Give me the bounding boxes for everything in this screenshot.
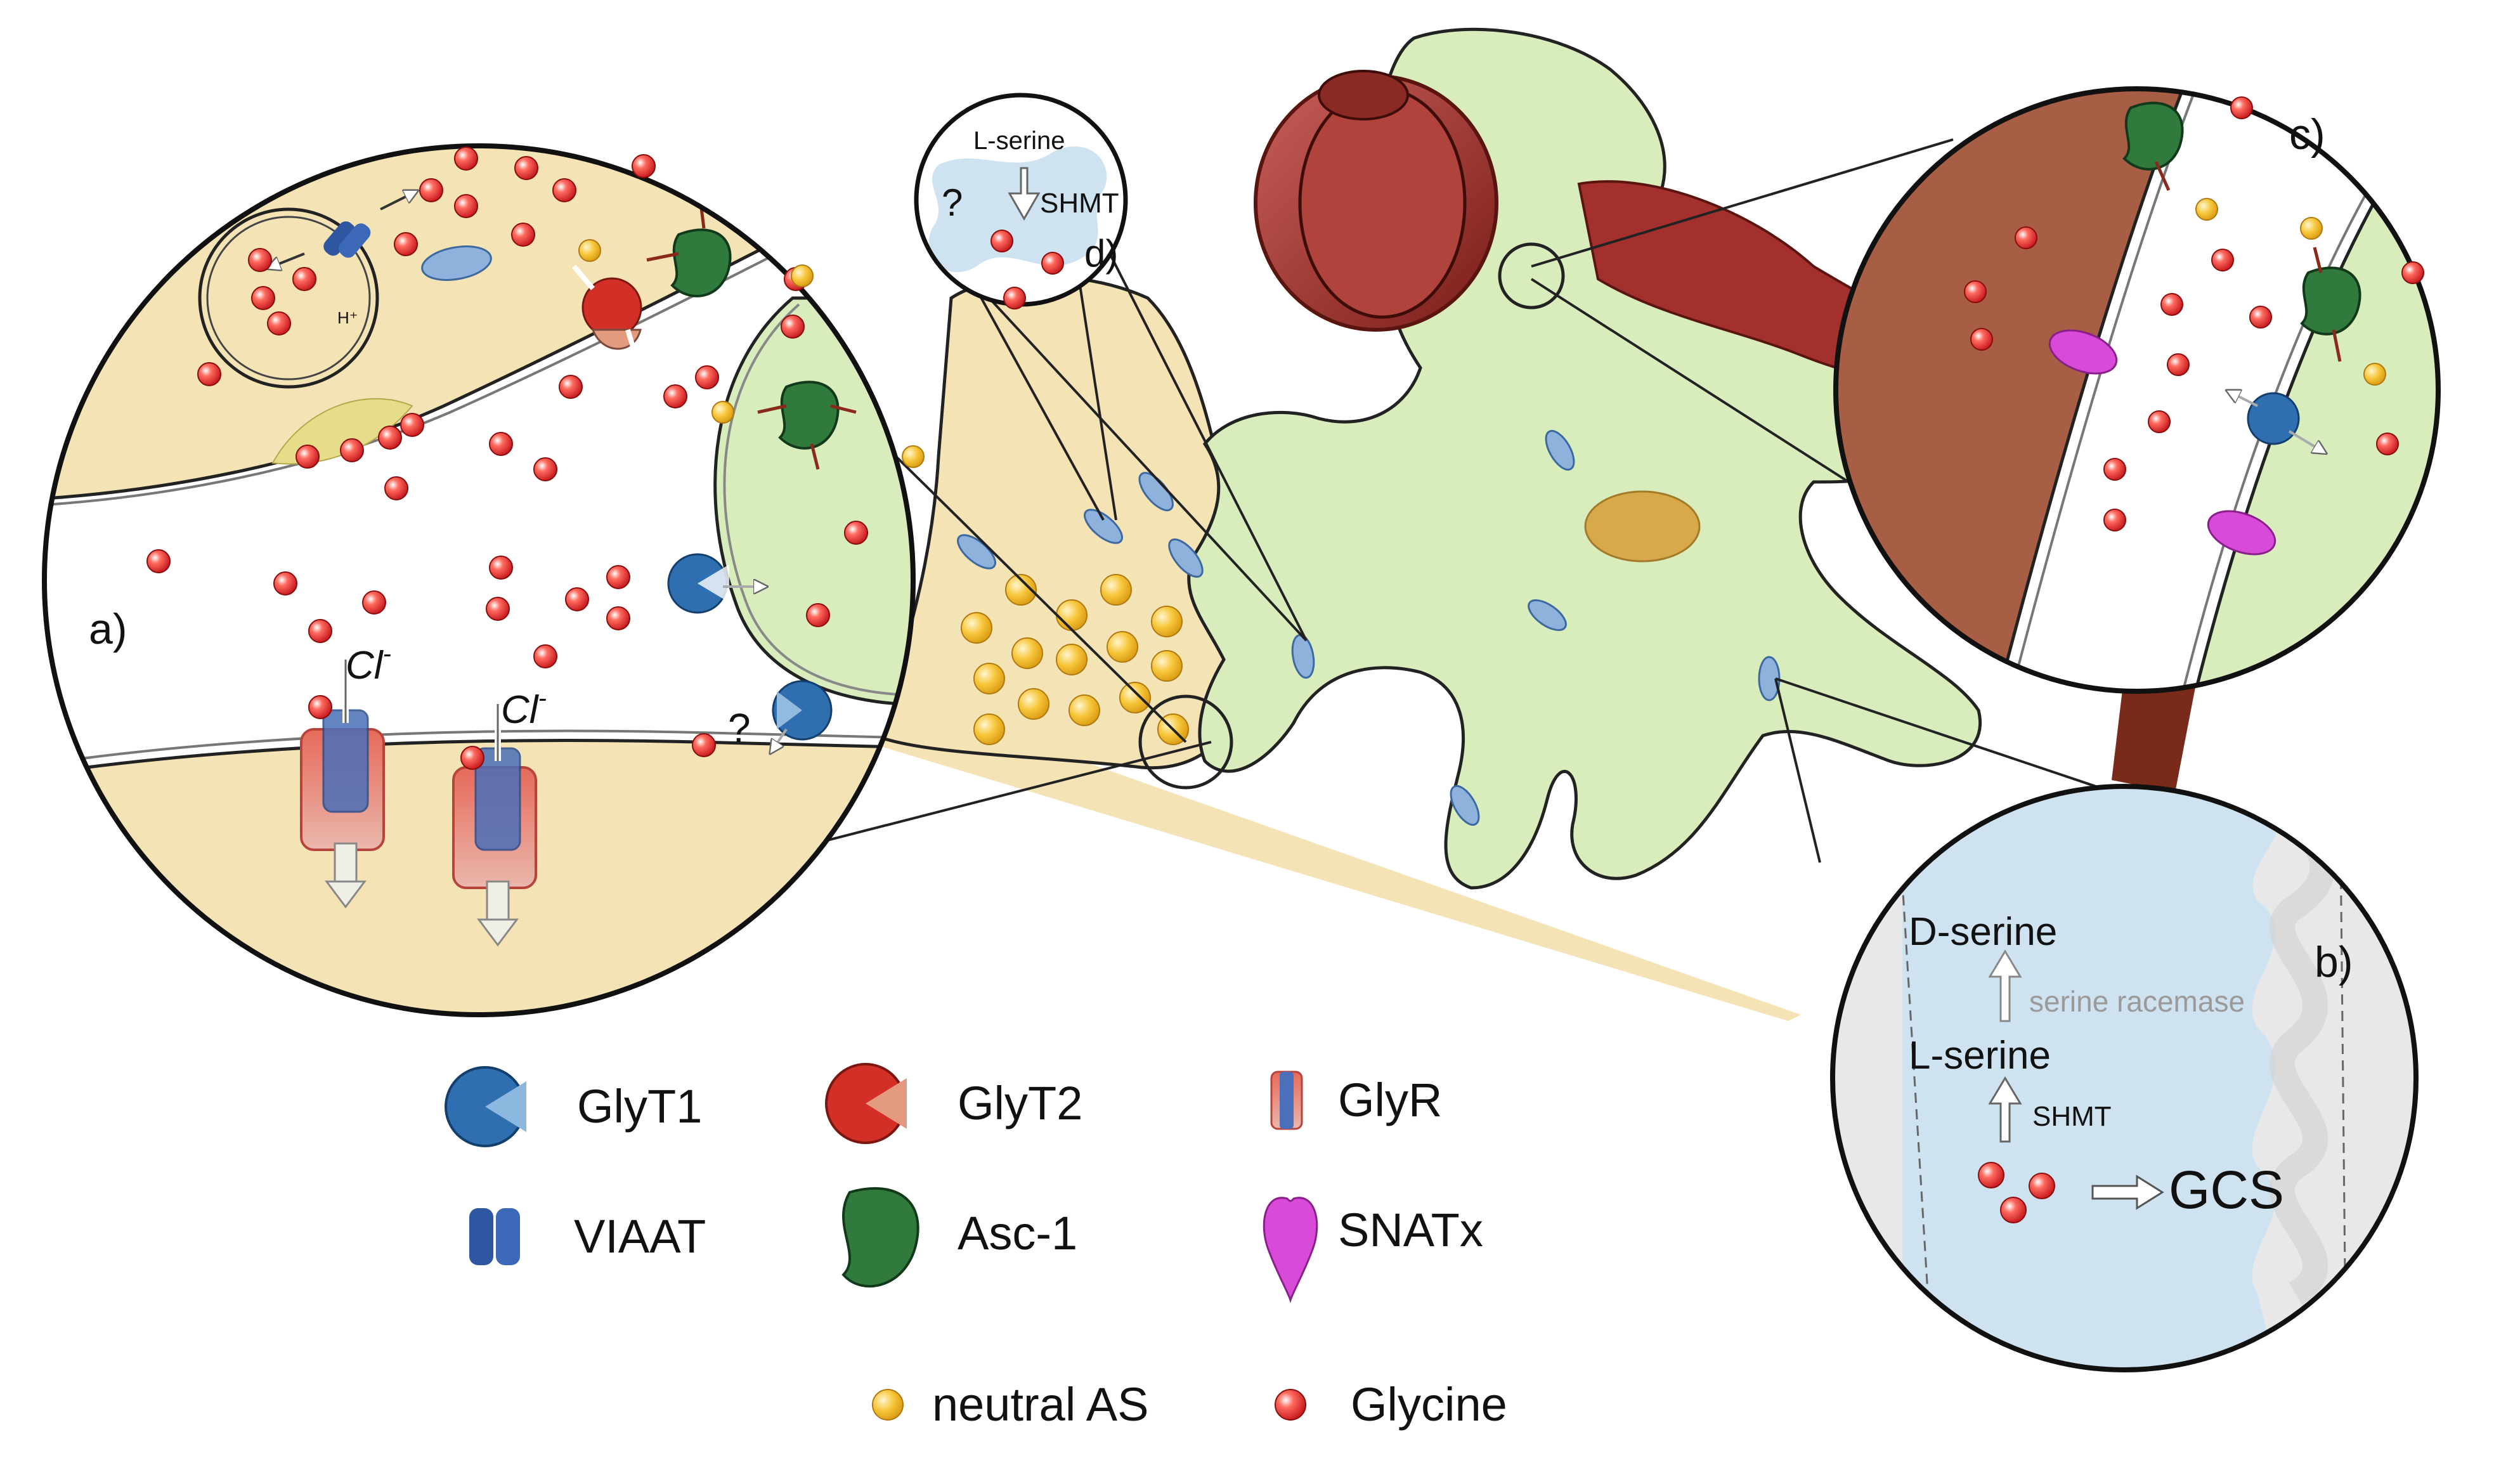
legend-item-glyt2: GlyT2 [825,1063,1082,1144]
panel-b-l-serine: L-serine [1909,1034,2051,1077]
astrocyte-nucleus [1584,490,1701,563]
asc1-transporter [646,202,732,297]
panel-d-question: ? [942,181,963,224]
legend-item-viaat: VIAAT [469,1208,706,1265]
legend-label-asc1: Asc-1 [958,1207,1077,1259]
legend-label-glyt2: GlyT2 [958,1077,1082,1129]
legend-label-neutral-as: neutral AS [932,1378,1148,1431]
legend-item-glycine: Glycine [1275,1378,1507,1431]
asc1-transporter [2122,101,2184,192]
neuron-axon-wedge [824,710,1801,1021]
legend-item-asc1: Asc-1 [841,1187,1077,1288]
glyt1-transporter [2232,393,2321,450]
proton-label: H⁺ [337,308,358,327]
neutral-as-particles-c [2195,198,2386,386]
glyr-icon [1270,1071,1303,1130]
presynaptic-bouton [873,275,1249,770]
glycine-particles-c [1964,96,2424,531]
legend-item-neutral-as: neutral AS [872,1378,1148,1431]
panel-c-label: c) [2289,110,2325,159]
zoom-source-a [1138,694,1233,790]
mitochondria-group [957,429,1781,826]
legend-label-viaat: VIAAT [574,1210,706,1263]
legend-label-snatx: SNATx [1338,1204,1483,1256]
glycine-icon [1275,1389,1306,1421]
legend-item-glyt1: GlyT1 [445,1066,702,1147]
glyr-channel [452,704,537,947]
glyr-channel [300,660,385,909]
shmt-arrow-b [1988,1076,2022,1143]
chloride-ion-label: Cl- [501,684,547,732]
glyt2-transporter [571,264,642,363]
snatx-transporter [2207,510,2276,556]
neutral-as-particles-a [578,239,925,468]
inset-c [1833,86,2441,694]
glyt1-transporter [773,680,833,748]
panel-b-gcs: GCS [2169,1160,2284,1220]
legend-item-glyr: GlyR [1270,1071,1442,1130]
snatx-icon [1263,1197,1318,1303]
asc1-transporter [2300,247,2361,362]
gcs-arrow [2091,1175,2164,1210]
asc1-icon [841,1187,919,1288]
panel-d-l-serine: L-serine [973,127,1065,155]
blood-vessel-lumen-inner [1298,87,1467,319]
zoom-source-c [1498,242,1565,309]
inset-d [914,93,1128,309]
viaat-transporter [273,193,412,266]
panel-a-label: a) [89,605,127,653]
glyt1-transporter [667,553,761,614]
glyt2-icon [825,1063,907,1144]
inset-b [1830,784,2419,1372]
glyt1-icon [445,1066,526,1147]
legend-label-glycine: Glycine [1351,1378,1507,1431]
legend-item-snatx: SNATx [1263,1197,1483,1303]
shmt-arrow [1008,167,1041,221]
racemase-arrow [1988,949,2022,1022]
legend-label-glyr: GlyR [1338,1074,1442,1126]
neutral-as-icon [872,1389,904,1421]
snatx-transporter [2048,329,2118,375]
chloride-ion-label: Cl- [346,640,391,687]
panel-b-d-serine: D-serine [1909,910,2057,954]
question-mark: ? [728,705,751,751]
viaat-icon [469,1208,520,1265]
panel-b-label: b) [2315,938,2353,986]
legend: GlyT1 GlyT2 GlyR VIAAT [445,1063,1507,1431]
asc1-transporter [757,381,857,470]
legend-label-glyt1: GlyT1 [577,1080,702,1133]
glycine-particles-a [146,146,868,770]
panel-d-shmt: SHMT [1040,188,1119,219]
panel-b-racemase: serine racemase [2029,985,2245,1018]
panel-b-shmt: SHMT [2032,1101,2112,1132]
panel-d-label: d) [1084,232,1118,275]
blood-vessel-opening [1318,70,1409,120]
